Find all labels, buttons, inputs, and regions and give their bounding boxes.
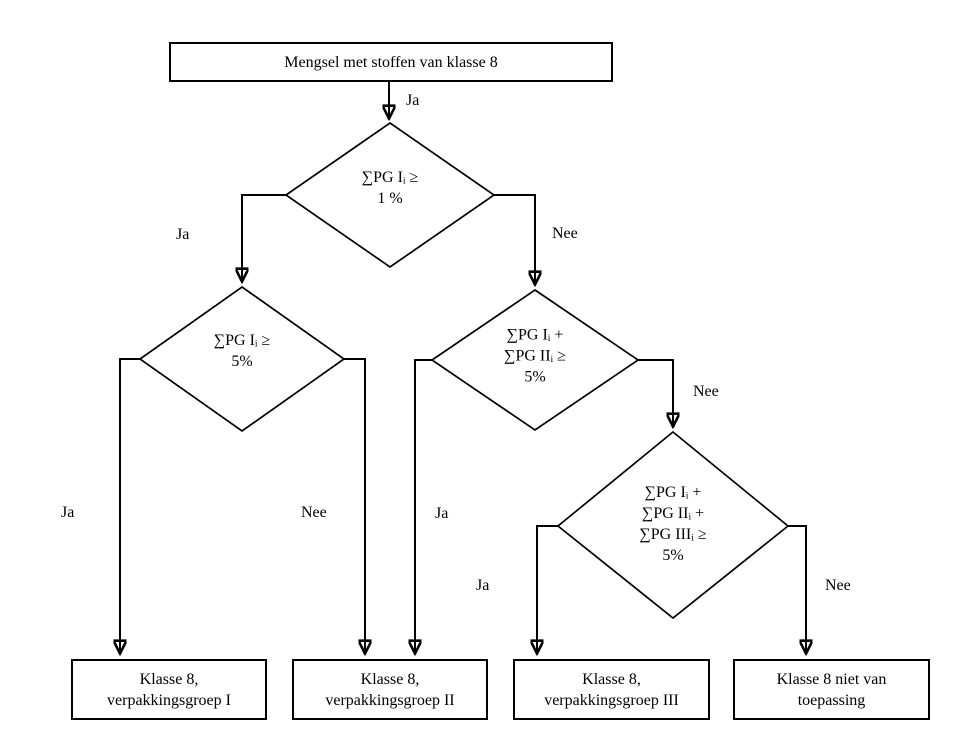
edge-d3-yes [415, 359, 432, 653]
outcome-verpakkingsgroep-2: Klasse 8, verpakkingsgroep II [292, 659, 488, 720]
decision-2-diamond [138, 285, 346, 433]
outcome-line: verpakkingsgroep II [325, 691, 455, 709]
edge-d4-yes [537, 525, 558, 653]
outcome-line: verpakkingsgroep III [544, 691, 679, 709]
edge-label-d4-nee: Nee [825, 577, 851, 594]
edge-label-d1-nee: Nee [552, 225, 578, 242]
outcome-line: Klasse 8, [139, 670, 199, 688]
outcome-line: Klasse 8, [360, 670, 420, 688]
edge-d2-no [344, 358, 365, 653]
decision-3-line: 5% [524, 368, 546, 386]
decision-3-text: ∑PG Iᵢ + ∑PG IIᵢ ≥ 5% [504, 325, 566, 388]
decision-2-line: ∑PG Iᵢ ≥ [213, 332, 271, 349]
decision-3-line: ∑PG Iᵢ + [506, 326, 564, 344]
decision-1-text: ∑PG Iᵢ ≥ 1 % [362, 167, 419, 209]
decision-4-text: ∑PG Iᵢ + ∑PG IIᵢ + ∑PG IIIᵢ ≥ 5% [639, 482, 706, 566]
edge-label-d4-ja: Ja [476, 577, 490, 594]
outcome-line: Klasse 8 niet van [776, 670, 887, 688]
edge-label-d3-nee: Nee [693, 383, 719, 400]
outcome-line: toepassing [797, 691, 866, 709]
edge-label-d3-ja: Ja [435, 505, 449, 522]
edge-label-d1-ja: Ja [176, 226, 190, 243]
edge-label-d2-ja: Ja [61, 504, 75, 521]
decision-4-line: ∑PG IIᵢ + [641, 505, 705, 522]
decision-4-line: 5% [662, 547, 684, 564]
decision-4-diamond [556, 430, 790, 620]
decision-4-line: ∑PG IIIᵢ ≥ [639, 526, 707, 543]
edge-label-d2-nee: Nee [301, 504, 327, 521]
outcome-line: Klasse 8, [582, 670, 641, 688]
outcome-line: verpakkingsgroep I [107, 691, 231, 709]
edge-d1-yes [242, 194, 286, 281]
edge-label-start-ja: Ja [406, 92, 420, 109]
start-node-label: Mengsel met stoffen van klasse 8 [284, 53, 498, 71]
decision-1-line: ∑PG Iᵢ ≥ [361, 169, 419, 186]
outcome-not-applicable: Klasse 8 niet van toepassing [733, 659, 930, 720]
edge-d2-yes [120, 358, 140, 653]
decision-1-line: 1 % [377, 190, 403, 207]
start-node: Mengsel met stoffen van klasse 8 [169, 42, 613, 82]
decision-1-diamond [284, 121, 496, 269]
decision-2-line: 5% [231, 353, 253, 370]
edge-d1-no [494, 194, 535, 284]
outcome-verpakkingsgroep-3: Klasse 8, verpakkingsgroep III [513, 659, 710, 720]
decision-2-text: ∑PG Iᵢ ≥ 5% [214, 330, 271, 372]
edge-d4-no [788, 525, 806, 653]
decision-4-line: ∑PG Iᵢ + [644, 484, 702, 501]
outcome-verpakkingsgroep-1: Klasse 8, verpakkingsgroep I [71, 659, 267, 720]
decision-3-line: ∑PG IIᵢ ≥ [504, 347, 566, 365]
edge-d3-no [638, 359, 673, 426]
decision-3-diamond [430, 288, 640, 432]
